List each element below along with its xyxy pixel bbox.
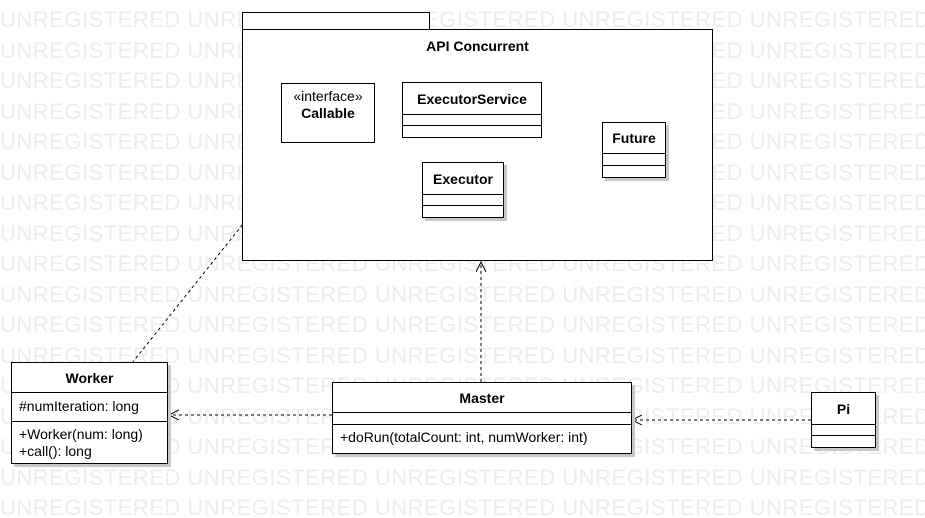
class-worker[interactable]: Worker #numIteration: long +Worker(num: …: [11, 362, 168, 464]
class-executorservice[interactable]: ExecutorService: [402, 82, 542, 138]
stereotype-label: «interface»: [293, 88, 363, 104]
class-name: Future: [603, 123, 665, 154]
attributes-section: [333, 413, 631, 425]
class-callable[interactable]: «interface» Callable: [281, 83, 375, 143]
class-name: ExecutorService: [403, 83, 541, 115]
operation: +Worker(num: long): [19, 426, 143, 442]
class-name: Executor: [423, 163, 503, 195]
class-future[interactable]: Future: [602, 122, 666, 178]
operations-section: [603, 166, 665, 177]
attributes-section: [812, 425, 875, 436]
operations-section: +doRun(totalCount: int, numWorker: int): [333, 425, 631, 448]
attributes-section: [603, 154, 665, 166]
class-pi[interactable]: Pi: [811, 392, 876, 448]
package-tab: [242, 12, 430, 30]
attributes-section: [403, 115, 541, 126]
operations-section: [403, 126, 541, 137]
class-name: Pi: [812, 393, 875, 425]
operations-section: [812, 436, 875, 447]
package-title: API Concurrent: [426, 38, 529, 54]
attribute: #numIteration: long: [19, 398, 139, 414]
operations-section: +Worker(num: long) +call(): long: [12, 422, 167, 462]
class-name: Callable: [301, 105, 355, 121]
attributes-section: [423, 195, 503, 206]
operations-section: [423, 206, 503, 217]
class-name: Worker: [12, 363, 167, 393]
operation: +call(): long: [19, 443, 92, 459]
class-executor[interactable]: Executor: [422, 162, 504, 218]
class-master[interactable]: Master +doRun(totalCount: int, numWorker…: [332, 382, 632, 454]
class-name: Master: [333, 383, 631, 413]
attributes-section: #numIteration: long: [12, 393, 167, 422]
operation: +doRun(totalCount: int, numWorker: int): [340, 429, 588, 445]
